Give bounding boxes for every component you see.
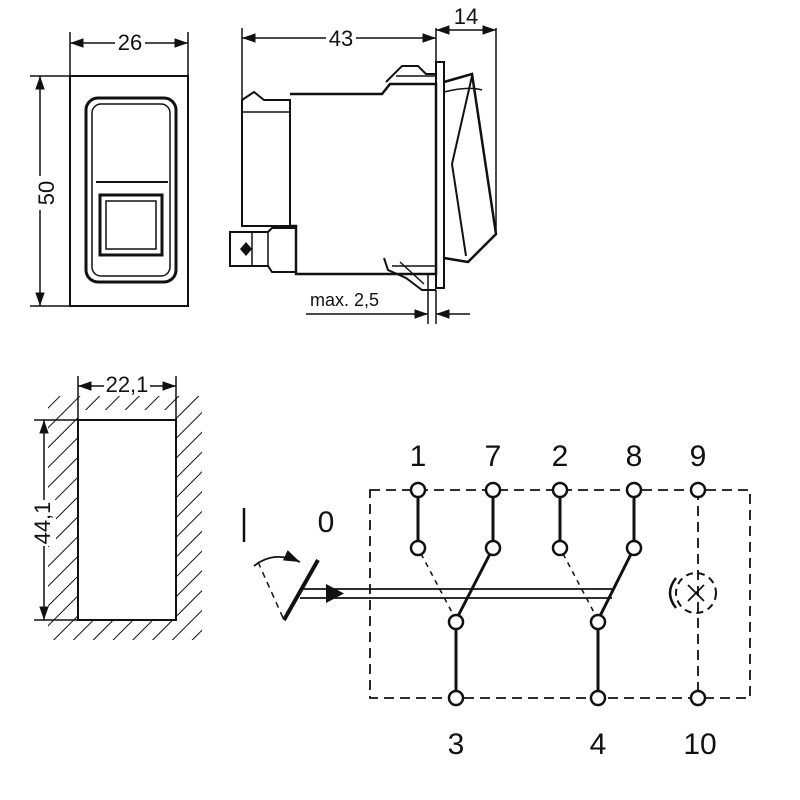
terminal-label-3: 3 — [448, 728, 465, 761]
actuator-lever — [282, 559, 320, 621]
terminal-label-1: 1 — [410, 440, 427, 473]
contact-8 — [625, 539, 643, 557]
dim-front-width: 26 — [118, 30, 142, 55]
contact-1 — [409, 539, 427, 557]
side-terminal — [229, 227, 297, 273]
terminal-3 — [447, 689, 465, 707]
dim-side-depth: 43 — [329, 26, 353, 51]
off-position-line — [257, 561, 285, 621]
side-top-latch — [385, 65, 436, 83]
terminal-label-4: 4 — [590, 728, 607, 761]
cutout-hatching — [48, 396, 202, 640]
dim-side-rocker: 14 — [454, 4, 478, 29]
front-bezel — [69, 75, 189, 307]
terminal-label-10: 10 — [683, 728, 716, 761]
side-connector-block — [241, 90, 291, 227]
dim-front-height: 50 — [34, 181, 59, 205]
contact-2 — [551, 539, 569, 557]
terminal-label-8: 8 — [626, 440, 643, 473]
contact-arm-a — [454, 547, 495, 621]
pivot-b — [589, 613, 607, 631]
terminal-label-9: 9 — [690, 440, 707, 473]
terminal-10 — [689, 689, 707, 707]
side-housing — [290, 82, 438, 276]
dim-panel-thickness: max. 2,5 — [310, 290, 379, 310]
front-view: 26 50 — [28, 28, 189, 307]
pivot-a — [447, 613, 465, 631]
switch-schematic: I 0 — [242, 440, 751, 761]
terminal-label-7: 7 — [485, 440, 502, 473]
terminal-1 — [409, 481, 427, 499]
front-rocker — [84, 96, 178, 284]
terminal-8 — [625, 481, 643, 499]
side-view: 43 14 max. 2,5 — [229, 4, 498, 324]
contact-7 — [484, 539, 502, 557]
indicator-lamp-icon — [668, 572, 717, 614]
contact-arm-b — [596, 547, 636, 621]
terminal-9 — [689, 481, 707, 499]
front-indicator-window — [98, 193, 164, 257]
position-on-label: 0 — [318, 506, 335, 539]
dim-cutout-width: 22,1 — [106, 372, 149, 397]
panel-cutout-view: 22,1 44,1 — [30, 370, 202, 640]
side-flange — [435, 61, 445, 289]
side-bottom-latch — [383, 257, 436, 291]
terminal-2 — [551, 481, 569, 499]
actuation-arc — [253, 550, 301, 567]
terminal-label-2: 2 — [552, 440, 569, 473]
cutout-opening — [77, 419, 177, 621]
terminal-7 — [484, 481, 502, 499]
dim-cutout-height: 44,1 — [30, 502, 55, 545]
terminal-4 — [589, 689, 607, 707]
